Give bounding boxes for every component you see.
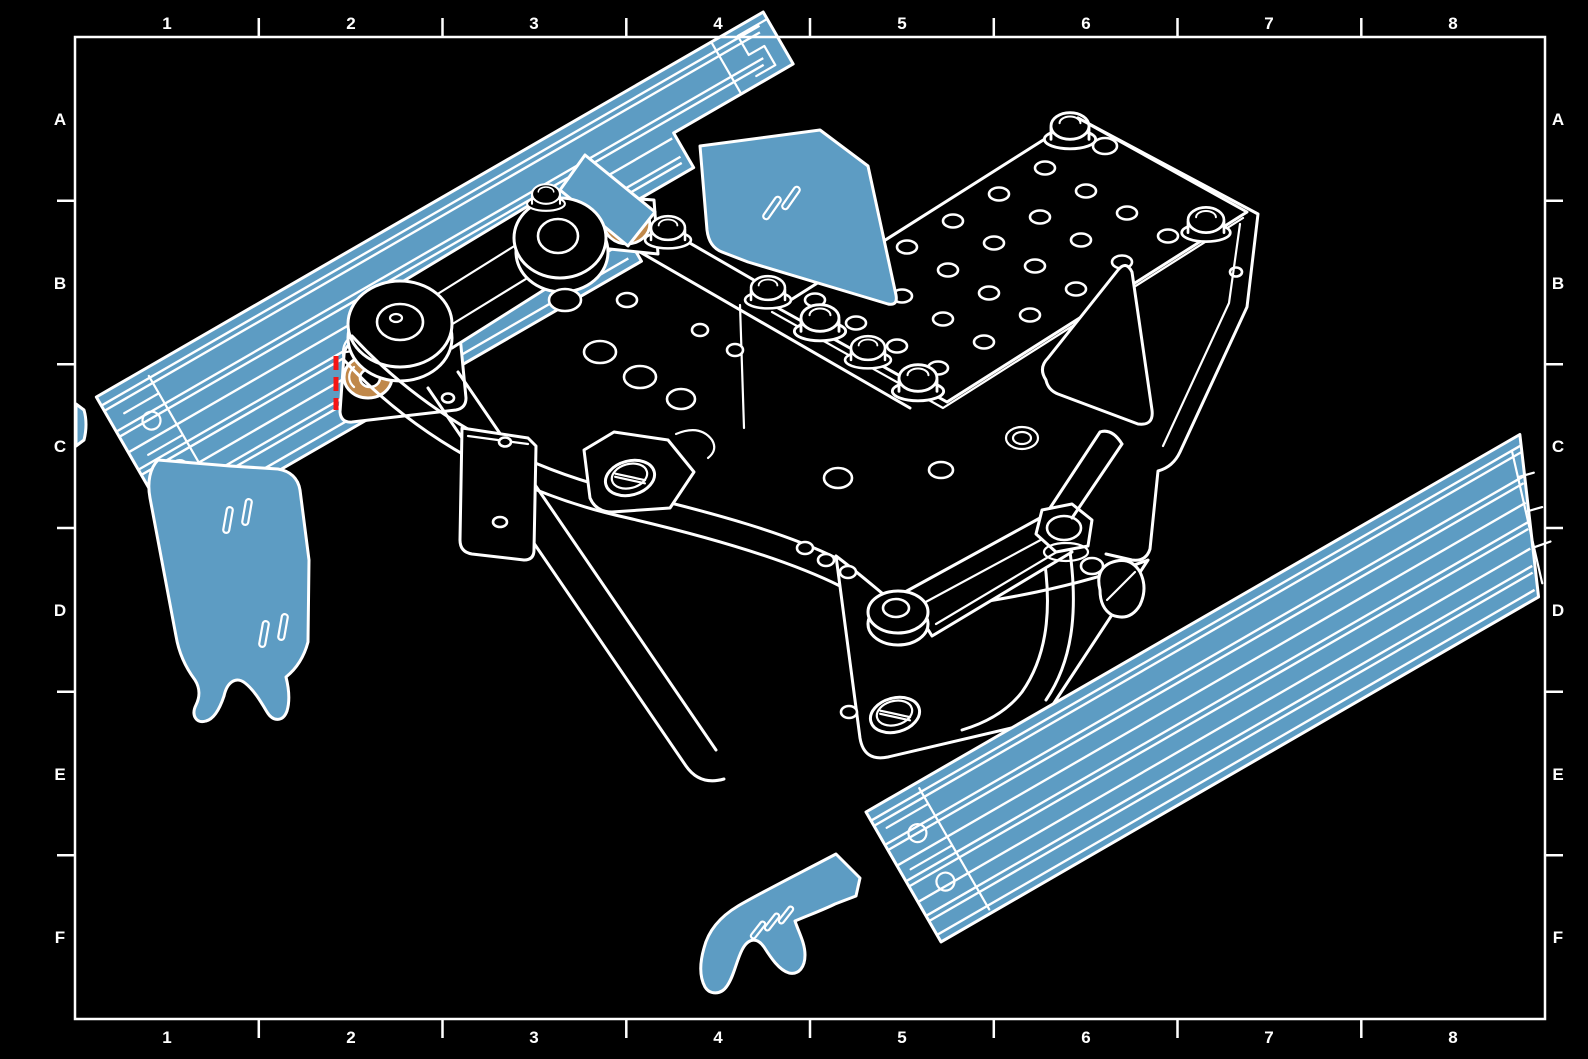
extrusion-end-profile (885, 787, 991, 913)
zone-label: 5 (897, 1028, 906, 1047)
zone-ticks-left (57, 199, 75, 857)
zone-label: D (1552, 601, 1564, 620)
mounting-bracket-left (147, 458, 311, 724)
zone-labels-right: A B C D E F (1552, 110, 1564, 947)
zone-label: E (1552, 765, 1563, 784)
zone-label: 3 (529, 1028, 538, 1047)
zone-label: A (1552, 110, 1564, 129)
link-arm-bottom (866, 429, 1124, 647)
zone-label: 6 (1081, 14, 1090, 33)
drawing-frame: 1 2 3 4 5 6 7 8 1 2 3 4 5 6 7 8 A B C D … (54, 14, 1564, 1047)
zone-ticks-right (1545, 199, 1563, 857)
zone-label: 8 (1448, 1028, 1457, 1047)
zone-label: 8 (1448, 14, 1457, 33)
bracket-slots (222, 498, 289, 648)
zone-labels-bottom: 1 2 3 4 5 6 7 8 (162, 1028, 1457, 1047)
zone-ticks-bottom (257, 1019, 1363, 1038)
zone-label: 1 (162, 14, 171, 33)
extrusion-rail-bottom (864, 433, 1552, 944)
seat-base-assembly (333, 111, 1260, 783)
zone-label: B (54, 274, 66, 293)
zone-labels-top: 1 2 3 4 5 6 7 8 (162, 14, 1457, 33)
zone-label: D (54, 601, 66, 620)
zone-label: F (55, 928, 65, 947)
side-plate-right (1041, 116, 1260, 562)
zone-label: C (1552, 437, 1564, 456)
zone-label: C (54, 437, 66, 456)
zone-label: 5 (897, 14, 906, 33)
zone-label: 4 (713, 1028, 723, 1047)
dome-bolt (1042, 111, 1098, 151)
zone-label: 6 (1081, 1028, 1090, 1047)
zone-labels-left: A B C D E F (54, 110, 66, 947)
zone-label: 7 (1264, 1028, 1273, 1047)
mounting-bracket-top (698, 128, 898, 306)
dome-bolt (743, 274, 793, 310)
mounting-bracket-bottom (699, 852, 862, 995)
zone-label: B (1552, 274, 1564, 293)
zone-label: E (54, 765, 65, 784)
zone-label: 3 (529, 14, 538, 33)
zone-ticks-top (257, 18, 1363, 37)
zone-label: 1 (162, 1028, 171, 1047)
zone-label: F (1553, 928, 1563, 947)
zone-label: A (54, 110, 66, 129)
rail-clipped-sliver (74, 402, 88, 448)
zone-label: 2 (346, 14, 355, 33)
zone-label: 7 (1264, 14, 1273, 33)
zone-label: 4 (713, 14, 723, 33)
zone-label: 2 (346, 1028, 355, 1047)
hanging-tab (458, 426, 538, 562)
